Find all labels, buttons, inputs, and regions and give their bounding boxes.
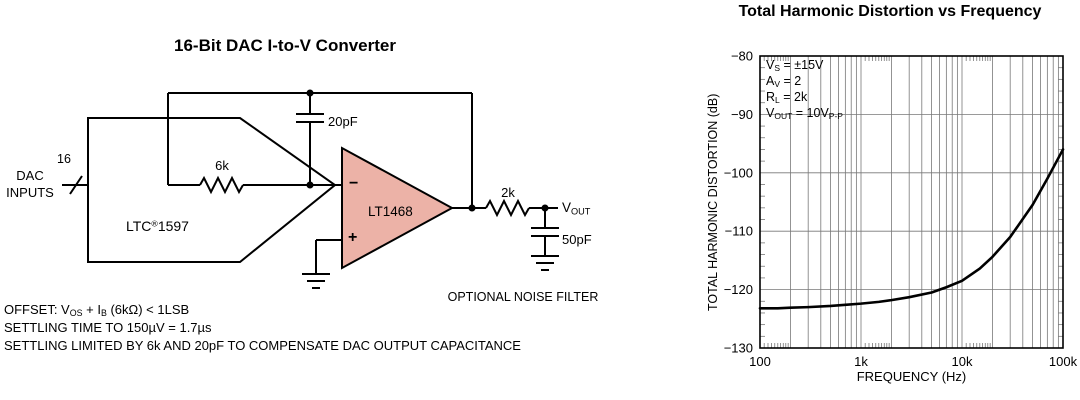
feedback-wire xyxy=(167,92,473,208)
capacitor-50pf xyxy=(531,208,559,256)
note-offset: OFFSET: VOS + IB (6kΩ) < 1LSB xyxy=(4,302,190,319)
note-settling-limit: SETTLING LIMITED BY 6k AND 20pF TO COMPE… xyxy=(4,338,521,353)
x-axis-title: FREQUENCY (Hz) xyxy=(856,369,967,384)
plot-frame xyxy=(759,55,1064,349)
x-tick-label: 10k xyxy=(952,354,973,369)
bus-width-label: 16 xyxy=(57,152,71,166)
dac-inputs-label: DAC INPUTS xyxy=(6,168,54,200)
y-tick-label: −80 xyxy=(731,49,753,64)
x-tick-label: 1k xyxy=(854,354,868,369)
condition-supply: VS = ±15V xyxy=(766,58,824,74)
ground-symbol-opamp xyxy=(302,273,330,289)
x-tick-label: 100 xyxy=(749,354,771,369)
circuit-wires xyxy=(62,92,559,289)
vout-label: VOUT xyxy=(562,200,591,217)
y-tick-label: −130 xyxy=(724,341,753,356)
y-tick-label: −110 xyxy=(725,224,753,239)
resistor-2k-label: 2k xyxy=(501,185,515,200)
condition-gain: AV = 2 xyxy=(766,74,802,90)
chart-title: Total Harmonic Distortion vs Frequency xyxy=(738,3,1042,20)
cap-20pf-label: 20pF xyxy=(328,114,358,129)
opamp-minus-label: − xyxy=(349,175,359,192)
condition-load: RL = 2k xyxy=(766,90,808,106)
opamp-body xyxy=(341,146,455,270)
junction-dots xyxy=(306,89,549,212)
opamp-plus-label: + xyxy=(348,229,358,246)
resistor-2k xyxy=(485,198,530,218)
y-tick-label: −90 xyxy=(731,107,753,122)
capacitor-20pf xyxy=(296,93,324,185)
circuit-title: 16-Bit DAC I-to-V Converter xyxy=(174,36,396,55)
y-axis-title: TOTAL HARMONIC DISTORTION (dB) xyxy=(706,93,720,311)
cap-50pf-label: 50pF xyxy=(562,232,592,247)
grid-lines xyxy=(760,56,1063,348)
y-tick-label: −100 xyxy=(724,165,753,180)
circuit-schematic xyxy=(62,89,559,289)
resistor-6k xyxy=(199,175,244,195)
thd-curve xyxy=(758,148,1065,310)
y-tick-label: −120 xyxy=(724,282,753,297)
minor-ticks xyxy=(760,56,1063,348)
resistor-6k-label: 6k xyxy=(215,158,229,173)
x-tick-label: 100k xyxy=(1049,354,1078,369)
dac-symbol xyxy=(87,117,337,263)
dac-part-label: LTC®1597 xyxy=(126,218,189,234)
ground-symbol-filter xyxy=(531,255,559,271)
noninverting-input-wire xyxy=(315,239,342,274)
test-conditions: VS = ±15V AV = 2 RL = 2k VOUT = 10VP-P xyxy=(766,57,843,121)
condition-vout: VOUT = 10VP-P xyxy=(766,106,843,122)
circuit-panel: 16-Bit DAC I-to-V Converter DAC INPUTS 1… xyxy=(4,36,599,353)
bus-slash xyxy=(69,175,83,195)
note-settling-time: SETTLING TIME TO 150µV = 1.7µs xyxy=(4,320,212,335)
noise-filter-label: OPTIONAL NOISE FILTER xyxy=(447,290,599,304)
opamp-part-label: LT1468 xyxy=(368,204,413,219)
